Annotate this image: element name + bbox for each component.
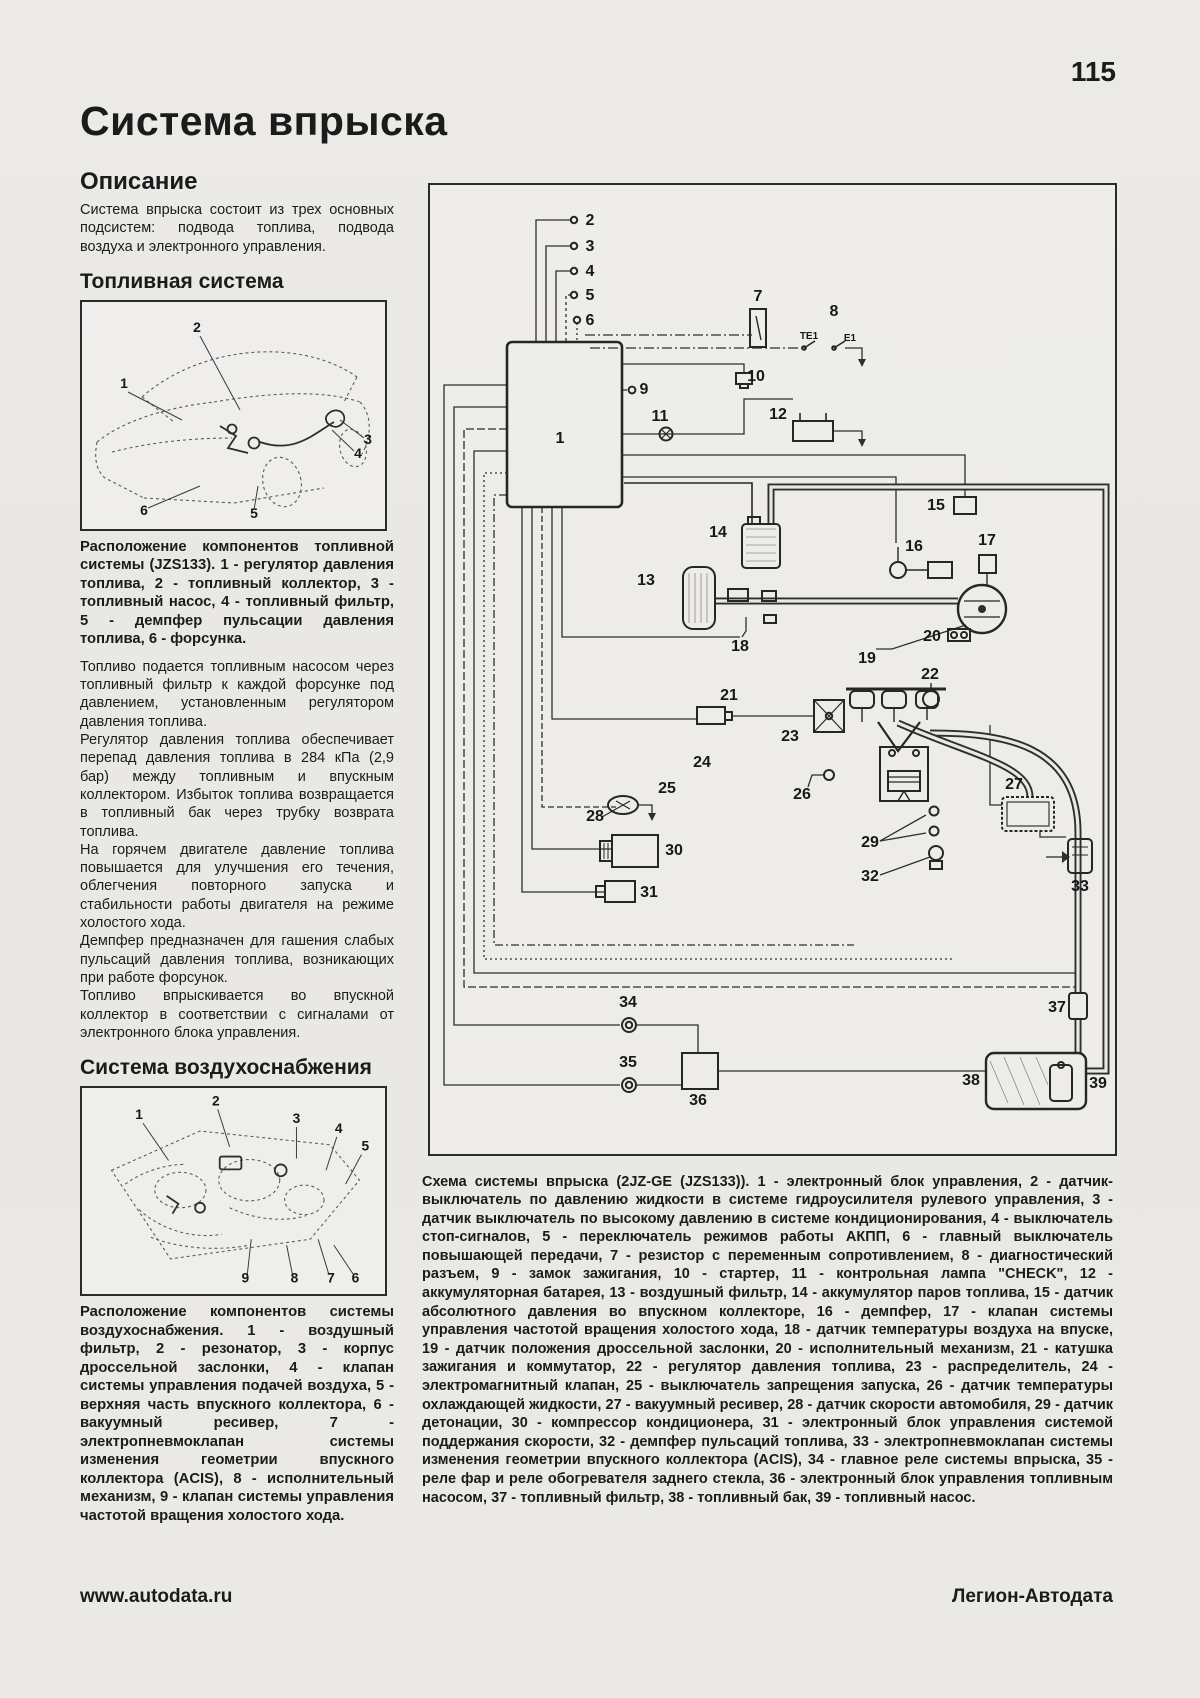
left-column: Описание Система впрыска состоит из трех… — [80, 168, 394, 1525]
description-heading: Описание — [80, 168, 198, 195]
engine-outline — [110, 1130, 361, 1260]
wiring-lines — [443, 219, 1080, 1086]
air-components-caption: Расположение компонентов системы воздухо… — [80, 1304, 394, 1524]
diagram-number-label: 30 — [665, 842, 683, 859]
diagram-number-label: 14 — [709, 524, 727, 541]
diagram-number-label: 39 — [1089, 1075, 1107, 1092]
footer-website: www.autodata.ru — [80, 1586, 233, 1607]
body-paragraph: Демпфер предназначен для гашения слабых … — [80, 933, 394, 986]
diagram-number-label: 2 — [193, 319, 201, 335]
page-number: 115 — [1070, 56, 1116, 87]
car-sketch: 1 2 34 5 6 — [95, 319, 372, 521]
diagram-number-label: 28 — [586, 808, 604, 825]
diagram-number-label: 2 — [586, 212, 595, 229]
diagram-number-label: 6 — [586, 312, 595, 329]
diagram-number-label: 7 — [754, 288, 763, 305]
diagram-number-label: 33 — [1071, 878, 1089, 895]
engine-callout-lines — [142, 1109, 362, 1276]
diagram-number-label: 4 — [586, 263, 595, 280]
fuel-and-vacuum-pipes — [715, 483, 1110, 1075]
footer-publisher: Легион-Автодата — [952, 1586, 1113, 1607]
diagram-number-label: 10 — [747, 368, 765, 385]
diagram-number-label: 11 — [652, 408, 669, 425]
diagram-number-label: 13 — [637, 572, 655, 589]
diagram-number-label: 4 — [335, 1121, 343, 1136]
diagram-number-label: 18 — [731, 638, 749, 655]
diagram-number-label: 17 — [978, 532, 996, 549]
diagram-number-label: 1 — [135, 1107, 143, 1122]
diagram-number-label: 2 — [212, 1094, 220, 1109]
diagram-number-label: 22 — [921, 666, 939, 683]
diagram-number-label: 16 — [905, 538, 923, 555]
diagram-number-label: 9 — [241, 1271, 249, 1286]
diagram-number-label: 31 — [640, 884, 658, 901]
diagram-number-label: 8 — [830, 303, 839, 320]
diagram-number-label: 35 — [619, 1054, 637, 1071]
diagram-number-label: 8 — [291, 1271, 299, 1286]
diagram-number-label: 38 — [962, 1072, 980, 1089]
diagram-number-label: 3 — [293, 1111, 301, 1126]
diagram-number-label: 5 — [361, 1139, 369, 1154]
car-outline — [95, 351, 370, 508]
diagram-number-label: 27 — [1005, 776, 1023, 793]
fuel-paragraphs: Топливо подается топливным насосом через… — [80, 658, 394, 1042]
fuel-system-heading: Топливная система — [80, 269, 284, 293]
diagram-number-label: 36 — [689, 1092, 707, 1109]
fuel-components-art — [219, 409, 346, 454]
arrows-and-grounds — [648, 359, 1070, 863]
diagram-number-label: 29 — [861, 834, 879, 851]
diagram-number-label: 26 — [793, 786, 811, 803]
body-paragraph: Топливо впрыскивается во впускной коллек… — [80, 988, 394, 1041]
diagram-number-label: 19 — [858, 650, 876, 667]
diagram-number-label: 6 — [352, 1271, 360, 1286]
diagram-number-label: 37 — [1048, 999, 1066, 1016]
diagram-number-label: 20 — [923, 628, 941, 645]
diagram-number-label: 1 — [120, 375, 128, 391]
schematic-caption: Схема системы впрыска (2JZ-GE (JZS133)).… — [422, 1173, 1113, 1506]
car-callout-lines — [127, 335, 365, 510]
body-paragraph: Регулятор давления топлива обеспечивает … — [80, 732, 394, 840]
car-number-labels: 1 2 34 5 6 — [120, 319, 372, 521]
diagram-number-label: E1 — [844, 333, 857, 344]
diagram-number-label: 5 — [586, 287, 595, 304]
diagram-number-label: 3 — [364, 431, 372, 447]
component-symbols — [505, 215, 1093, 1111]
diagram-number-label: 34 — [619, 994, 637, 1011]
diagram-number-label: 1 — [556, 430, 565, 447]
body-paragraph: Топливо подается топливным насосом через… — [80, 658, 394, 730]
diagram-number-label: 3 — [586, 238, 595, 255]
diagram-number-label: 6 — [140, 502, 148, 518]
page-title: Система впрыска — [80, 98, 448, 144]
spacer — [80, 649, 394, 658]
air-components-diagram: 1 2 3 4 5 6 7 8 9 — [80, 1086, 387, 1297]
engine-number-labels: 1 2 3 4 5 6 7 8 9 — [135, 1094, 369, 1286]
diagram-number-label: 25 — [658, 780, 676, 797]
diagram-number-label: TE1 — [800, 331, 819, 342]
fuel-components-caption: Расположение компонентов топливной систе… — [80, 538, 394, 648]
diagram-number-label: 32 — [861, 868, 879, 885]
diagram-number-label: 24 — [693, 754, 711, 771]
diagram-number-label: 12 — [769, 406, 787, 423]
diagram-number-label: 7 — [327, 1271, 335, 1286]
description-paragraphs: Система впрыска состоит из трех основных… — [80, 201, 394, 256]
diagram-number-label: 5 — [250, 505, 258, 521]
body-paragraph: Система впрыска состоит из трех основных… — [80, 202, 394, 255]
diagram-number-label: 21 — [720, 687, 738, 704]
diagram-number-label: 23 — [781, 728, 799, 745]
diagram-number-label: 15 — [927, 497, 945, 514]
diagram-number-label: 9 — [640, 381, 649, 398]
body-paragraph: На горячем двигателе давление топлива по… — [80, 841, 394, 932]
air-components-art — [166, 1155, 288, 1215]
engine-sketch: 1 2 3 4 5 6 7 8 9 — [110, 1094, 369, 1286]
hatch-texture — [688, 528, 1049, 1106]
diagram-number-label: 4 — [354, 445, 362, 461]
injection-schematic: 2345678TE1E19101112114151316171819202122… — [443, 212, 1110, 1111]
air-supply-heading: Система воздухоснабжения — [80, 1056, 372, 1080]
